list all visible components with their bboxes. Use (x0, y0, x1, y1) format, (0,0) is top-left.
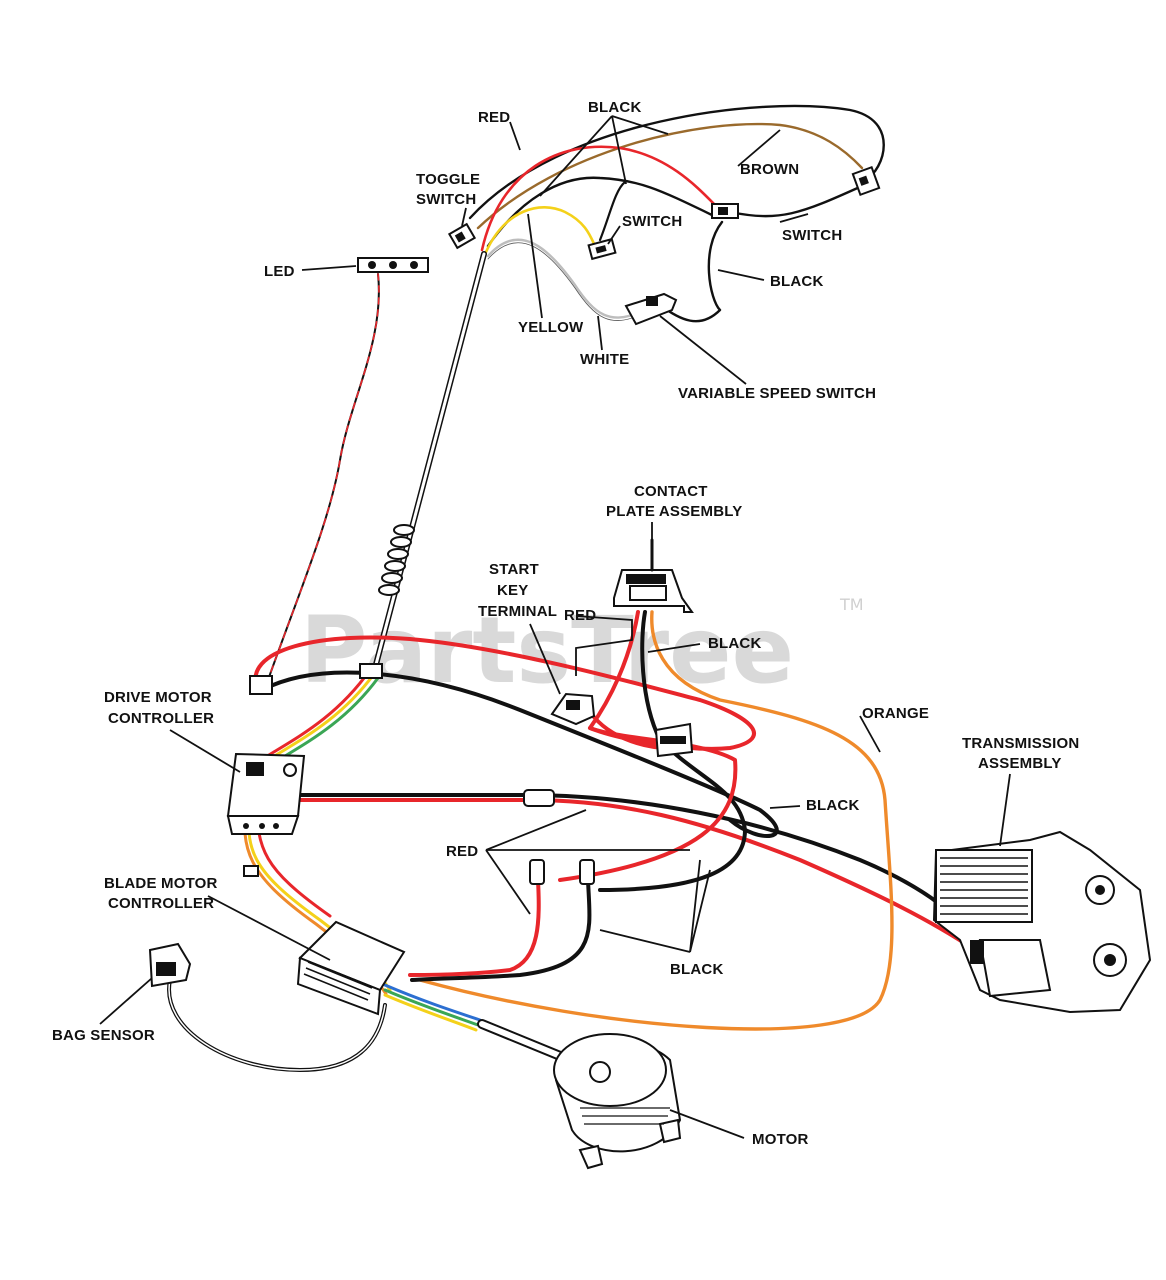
label-toggle-switch-2: SWITCH (416, 191, 476, 208)
label-blade-motor-1: BLADE MOTOR (104, 875, 218, 892)
wire-motor-blue (383, 983, 482, 1022)
wire-motor-green (383, 988, 480, 1027)
wire-motor-sheath-inner (479, 1021, 573, 1063)
label-toggle-switch-1: TOGGLE (416, 171, 480, 188)
wire-red-transmission (266, 798, 977, 952)
wire-black-outer (468, 104, 885, 220)
label-transmission-1: TRANSMISSION (962, 735, 1079, 752)
label-contact-plate-2: PLATE ASSEMBLY (606, 503, 742, 520)
wire-white (486, 238, 642, 319)
label-variable-speed-switch: VARIABLE SPEED SWITCH (678, 385, 876, 402)
led-assembly (267, 257, 429, 681)
label-bag-sensor: BAG SENSOR (52, 1027, 155, 1044)
wire-red-terminal (408, 878, 541, 977)
label-black-contact: BLACK (708, 635, 762, 652)
drive-connector-top (249, 675, 273, 695)
label-start-key-2: KEY (497, 582, 528, 599)
wire-black-mid-2 (598, 180, 627, 242)
junction-box (654, 722, 694, 758)
harness-coil (378, 524, 415, 596)
wire-contact-red (558, 610, 738, 882)
label-motor: MOTOR (752, 1131, 809, 1148)
wire-yellow (484, 205, 597, 254)
label-start-key-1: START (489, 561, 539, 578)
wire-black-down (658, 220, 724, 323)
label-switch-mid: SWITCH (622, 213, 682, 230)
labels: RED BLACK TOGGLE SWITCH BROWN SWITCH SWI… (52, 99, 1079, 1148)
variable-speed-switch-part (624, 292, 678, 326)
wire-white-outline (487, 242, 641, 321)
label-orange: ORANGE (862, 705, 929, 722)
label-black-top: BLACK (588, 99, 642, 116)
label-transmission-2: ASSEMBLY (978, 755, 1062, 772)
toggle-switch (447, 222, 477, 250)
wire-red-top (480, 145, 720, 252)
leader-lines (99, 115, 1011, 1139)
label-drive-motor-2: CONTROLLER (108, 710, 214, 727)
label-switch-right: SWITCH (782, 227, 842, 244)
far-right-switch (851, 165, 881, 197)
wire-black-terminal (410, 878, 592, 982)
handle-connector (359, 663, 383, 679)
drive-motor-controller (226, 675, 306, 835)
red-ring-terminal (529, 859, 545, 885)
contact-plate-assembly (613, 538, 694, 613)
label-red-top: RED (478, 109, 510, 126)
label-red-start: RED (564, 607, 596, 624)
led-twisted-wire-red (267, 273, 380, 681)
blade-motor-controller (243, 865, 406, 1016)
label-start-key-3: TERMINAL (478, 603, 557, 620)
watermark-trademark: TM (839, 595, 864, 614)
motor-part (553, 1033, 682, 1170)
wire-black-mid (486, 176, 714, 248)
wire-motor-yellow (383, 993, 478, 1032)
lower-harness (167, 610, 977, 1072)
right-switch (711, 203, 739, 219)
label-black-bottom: BLACK (670, 961, 724, 978)
label-yellow: YELLOW (518, 319, 584, 336)
transmission-assembly-part (932, 830, 1152, 1014)
harness-main-inner (372, 252, 486, 674)
start-key-terminal (550, 692, 596, 726)
black-ring-terminal (579, 859, 595, 885)
wire-contact-black (598, 610, 747, 892)
wire-brown (476, 122, 864, 230)
wire-bag-sensor-white (168, 979, 386, 1071)
wire-orange (418, 610, 894, 1031)
inline-connector (523, 789, 555, 807)
blade-connector (243, 865, 259, 877)
label-brown: BROWN (740, 161, 799, 178)
label-contact-plate-1: CONTACT (634, 483, 708, 500)
label-black-mid: BLACK (806, 797, 860, 814)
label-drive-motor-1: DRIVE MOTOR (104, 689, 212, 706)
wire-black-right (728, 184, 864, 218)
wire-black-transmission (266, 793, 977, 937)
wire-drive-up-red (262, 668, 372, 760)
label-led: LED (264, 263, 295, 280)
label-black-right: BLACK (770, 273, 824, 290)
bag-sensor-part (148, 942, 192, 988)
wire-drive-up-yellow (266, 672, 376, 762)
label-red-mid: RED (446, 843, 478, 860)
label-white: WHITE (580, 351, 629, 368)
label-blade-motor-2: CONTROLLER (108, 895, 214, 912)
